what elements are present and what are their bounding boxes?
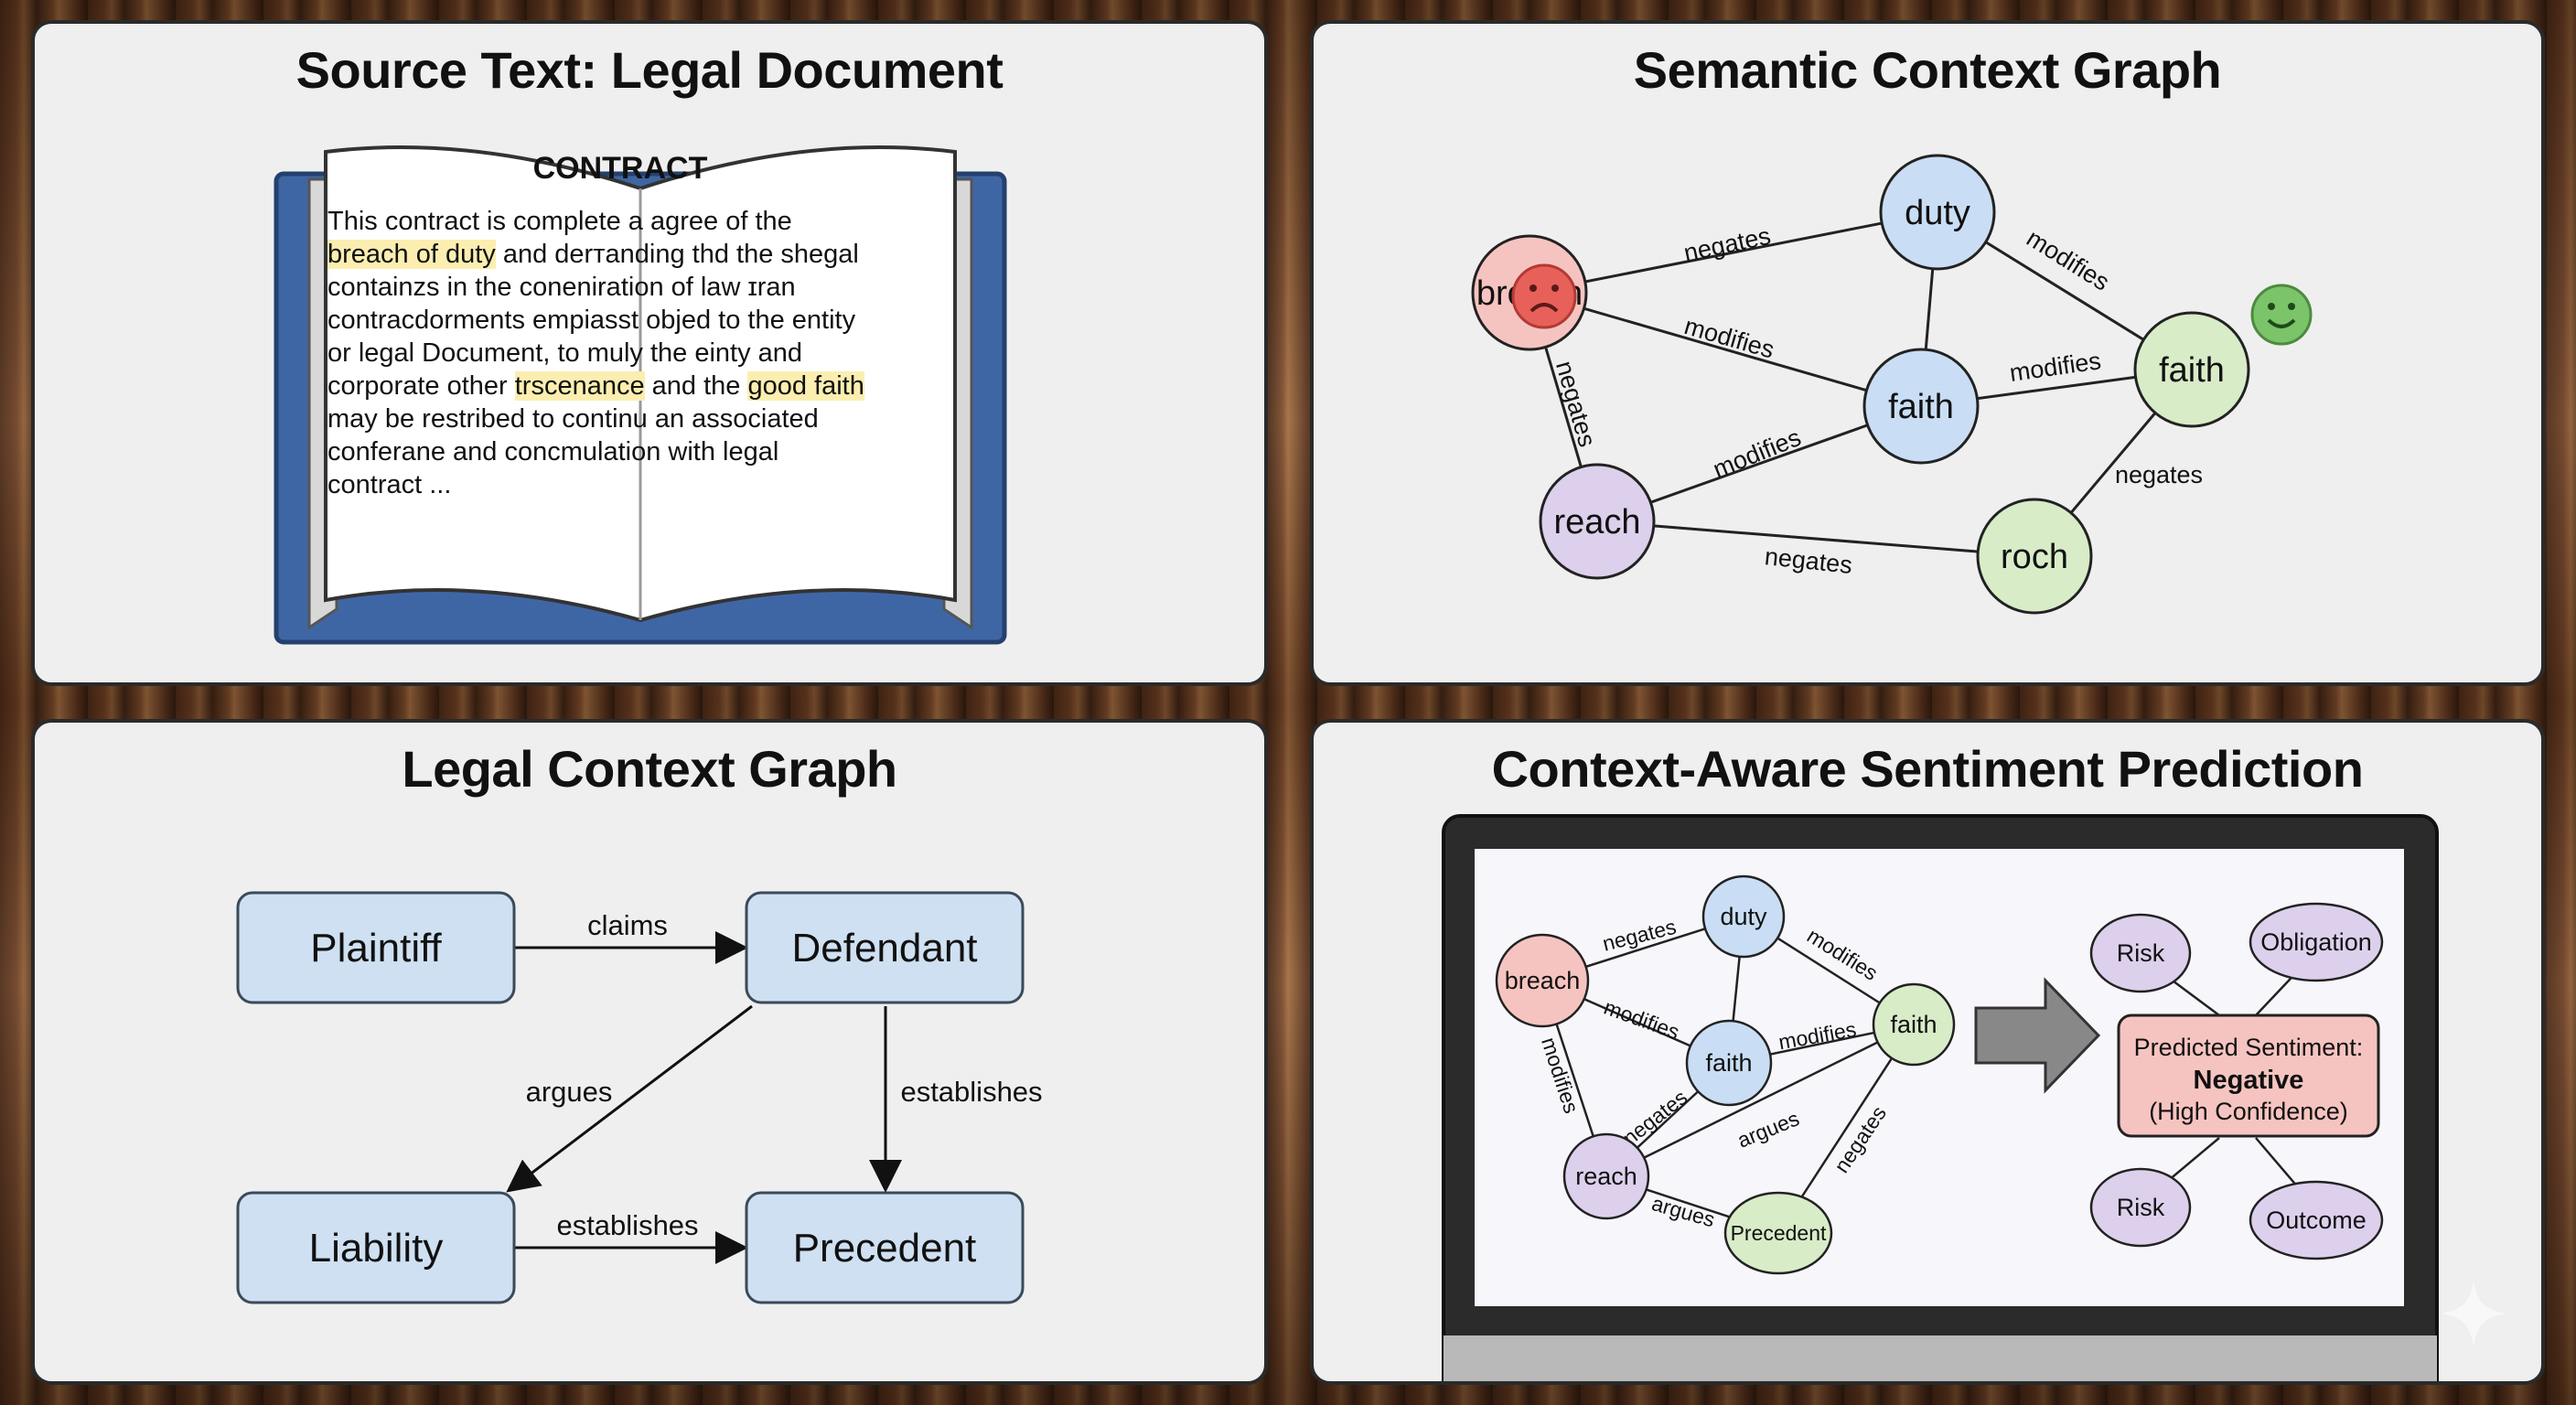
panel-sentiment-prediction: Context-Aware Sentiment Prediction negat… — [1310, 719, 2545, 1385]
text-segment: contracdorments empiasst objed to the en… — [327, 306, 856, 335]
edge-label-claims: claims — [587, 909, 668, 941]
monitor-illustration: negates modifies modifies modifies modif… — [1442, 814, 2439, 1381]
node-duty: duty — [1905, 194, 1970, 232]
edge-label: modifies — [2008, 347, 2103, 387]
edge-label-establishes: establishes — [900, 1076, 1042, 1108]
node-faith: faith — [1705, 1049, 1752, 1077]
panel-title: Context-Aware Sentiment Prediction — [1491, 740, 2364, 798]
sparkle-icon — [2441, 1281, 2506, 1346]
panel-semantic-graph: Semantic Context Graph negates modifies … — [1310, 20, 2545, 686]
node-duty: duty — [1720, 903, 1767, 930]
edge-label: negates — [1764, 542, 1854, 579]
node-faith: faith — [2159, 351, 2225, 390]
node-reach: reach — [1575, 1163, 1637, 1190]
contract-line: This contract is complete a agree of the — [327, 205, 913, 238]
text-segment: conferane and concmulation with legal — [327, 437, 779, 467]
arrow-right-icon — [1974, 977, 2101, 1094]
node-liability: Liability — [309, 1226, 444, 1271]
panel-title: Legal Context Graph — [402, 740, 897, 798]
node-precedent: Precedent — [793, 1226, 977, 1271]
edge-label: negates — [2115, 461, 2203, 488]
edge-label: modifies — [2022, 224, 2114, 296]
label-risk: Risk — [2117, 939, 2165, 967]
text-segment: contract ... — [327, 470, 452, 499]
panel-legal-graph: Legal Context Graph claims argues establ… — [31, 719, 1268, 1385]
contract-line: containzs in the coneniration of law ɪra… — [327, 271, 913, 304]
highlighted-phrase: trscenance — [514, 371, 645, 401]
prediction-confidence: (High Confidence) — [2149, 1098, 2348, 1125]
panel-source-text: Source Text: Legal Document CONTRACT Thi… — [31, 20, 1268, 686]
label-obligation: Obligation — [2260, 928, 2372, 956]
text-segment: or legal Document, to muly the einty and — [327, 338, 803, 368]
node-reach: reach — [1553, 503, 1640, 542]
node-breach: breach — [1505, 967, 1581, 994]
sad-face-icon — [1511, 263, 1577, 329]
contract-line: contract ... — [327, 468, 913, 501]
contract-line: corporate other trscenance and the good … — [327, 370, 913, 402]
contract-line: breach of duty and derтanding thd the sh… — [327, 238, 913, 271]
text-segment: may be restribed to continu an associate… — [327, 404, 819, 434]
prediction-value: Negative — [2194, 1066, 2304, 1095]
prediction-label: Predicted Sentiment: — [2134, 1034, 2364, 1061]
legal-graph: claims argues establishes establishes Pl… — [236, 891, 1043, 1304]
contract-text: CONTRACT This contract is complete a agr… — [327, 152, 913, 501]
contract-body: This contract is complete a agree of the… — [327, 205, 913, 501]
edge-label: modifies — [1681, 312, 1777, 364]
edge-label-argues: argues — [526, 1076, 613, 1108]
contract-line: conferane and concmulation with legal — [327, 435, 913, 468]
contract-line: may be restribed to continu an associate… — [327, 402, 913, 435]
highlighted-phrase: good faith — [747, 371, 864, 401]
text-segment: containzs in the coneniration of law ɪra… — [327, 273, 796, 302]
contract-line: contracdorments empiasst objed to the en… — [327, 304, 913, 337]
node-roch: rᴏch — [2001, 538, 2068, 576]
node-defendant: Defendant — [791, 926, 977, 971]
panel-title: Semantic Context Graph — [1633, 41, 2222, 99]
text-segment: and derтanding thd the shegal — [495, 240, 859, 269]
panel-title: Source Text: Legal Document — [295, 41, 1004, 99]
highlighted-phrase: breach of duty — [327, 240, 496, 269]
text-segment: This contract is complete a agree of the — [327, 207, 792, 236]
document-title: CONTRACT — [532, 151, 708, 186]
node-plaintiff: Plaintiff — [310, 926, 442, 971]
edge-label: negates — [1681, 222, 1773, 267]
contract-line: or legal Document, to muly the einty and — [327, 337, 913, 370]
label-risk: Risk — [2117, 1194, 2165, 1221]
node-faith: faith — [1888, 388, 1954, 426]
edge-label: modifies — [1709, 424, 1804, 483]
text-segment: and the — [644, 371, 748, 401]
text-segment: corporate other — [327, 371, 515, 401]
edge-label: negates — [1551, 358, 1601, 450]
happy-face-icon — [2250, 284, 2313, 346]
node-precedent: Precedent — [1731, 1221, 1827, 1245]
semantic-graph: negates modifies negates modifies modifi… — [1471, 154, 2313, 615]
node-faith: faith — [1890, 1011, 1937, 1038]
edge-label-establishes: establishes — [556, 1209, 698, 1241]
label-outcome: Outcome — [2266, 1207, 2367, 1234]
